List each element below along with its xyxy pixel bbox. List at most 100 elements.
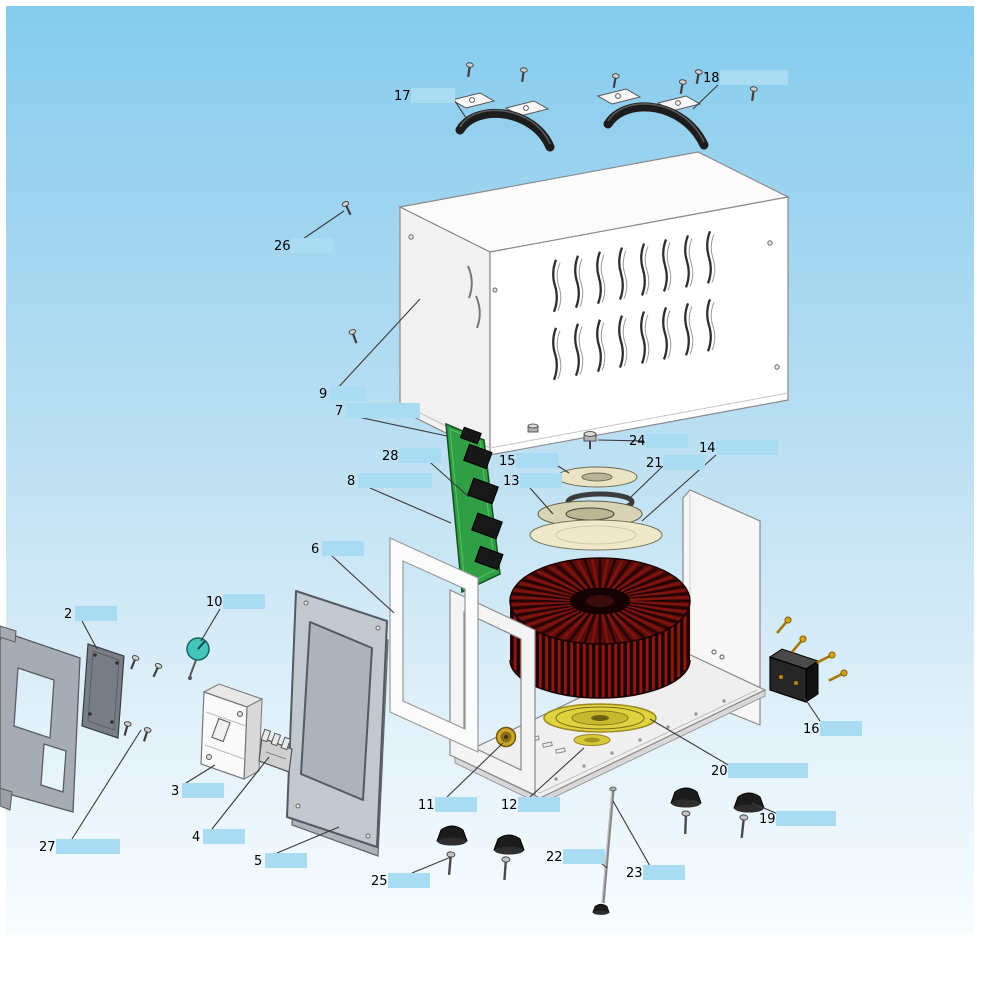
callout-number-4: 4 [192,830,200,845]
callout-leader-11 [446,742,504,798]
callout-number-16: 16 [803,722,820,737]
callout-label-box-18 [720,70,788,85]
chassis-front-frame [449,589,536,796]
callout-leader-24 [597,439,645,442]
callout-label-box-2 [75,606,117,621]
carry-handles [450,61,759,152]
cover-slit [475,295,481,329]
callout-number-18: 18 [703,71,720,86]
callout-leader-10 [200,608,221,642]
callout-leader-20 [649,718,731,767]
handle-right [603,102,709,150]
callout-leader-27 [71,729,142,840]
callout-number-13: 13 [503,474,520,489]
callout-number-14: 14 [699,441,716,456]
callout-label-box-9 [330,386,366,401]
brush-pulley [495,726,517,748]
sky-background [6,6,974,933]
callout-label-box-26 [291,238,333,253]
callout-number-19: 19 [759,812,776,827]
handle-left [455,108,555,152]
callout-label-box-15 [516,453,558,468]
callout-number-24: 24 [629,434,646,449]
callout-label-box-10 [223,594,265,609]
callout-label-box-23 [643,865,685,880]
callout-number-21: 21 [646,456,663,471]
washer-stack [529,431,663,551]
side-panel [0,625,81,813]
toroidal-transformer [509,557,691,699]
callout-leader-8 [369,487,452,524]
pcb-board [445,422,504,594]
callout-label-box-3 [182,783,224,798]
callout-leader-26 [296,210,345,244]
callout-leader-21 [630,465,664,498]
cover-slit [467,265,473,299]
callout-label-box-20 [728,763,808,778]
callout-leader-12 [529,747,585,798]
callout-leader-17 [454,100,469,122]
terminal-block [258,728,293,773]
callout-leader-6 [331,555,395,614]
callout-label-box-25 [388,873,430,888]
callout-label-box-17 [411,88,455,103]
callout-number-25: 25 [371,874,388,889]
callout-leader-3 [185,764,216,784]
callout-number-8: 8 [347,474,355,489]
callout-label-box-12 [518,797,560,812]
callout-number-11: 11 [418,798,435,813]
callout-leader-7 [357,416,448,437]
callout-number-9: 9 [319,387,327,402]
callout-label-box-24 [646,433,688,448]
callout-number-26: 26 [274,239,291,254]
adjustment-knob [186,637,210,680]
insulation-disc [529,519,663,551]
front-door-panel [286,590,389,857]
callout-leader-23 [612,800,651,867]
bottom-mount-disc [543,703,657,746]
callout-number-22: 22 [546,850,563,865]
callout-leader-18 [692,84,719,110]
callout-label-box-7 [346,403,420,418]
callout-number-3: 3 [171,784,179,799]
callout-label-box-6 [322,541,364,556]
callout-leader-15 [557,465,570,474]
callout-label-box-19 [776,811,836,826]
callout-label-box-21 [663,455,705,470]
callout-number-27: 27 [39,840,56,855]
callout-label-box-16 [820,721,862,736]
callout-label-box-4 [203,829,245,844]
circuit-breaker [200,683,264,780]
callout-number-2: 2 [64,607,72,622]
callout-label-box-22 [563,849,605,864]
callout-label-box-13 [520,473,562,488]
callout-leader-5 [276,826,340,854]
callout-label-box-27 [56,839,120,854]
cover-bottom-nut [527,423,539,433]
enclosure-cover [398,151,790,456]
callout-label-box-28 [399,448,441,463]
callout-leader-16 [803,696,823,725]
callout-label-box-14 [716,440,778,455]
callout-leader-13 [529,487,554,515]
callout-leader-2 [81,620,98,650]
pcb-components [459,426,504,571]
breaker-toggle [211,717,231,743]
vent-slots [552,230,716,381]
callout-number-10: 10 [206,595,223,610]
callout-label-box-11 [435,797,477,812]
callout-leader-9 [333,298,421,393]
callout-number-17: 17 [394,89,411,104]
shaft-nut [583,431,597,449]
callout-number-5: 5 [254,854,262,869]
handle-mount-plates [450,88,702,117]
callout-number-7: 7 [335,404,343,419]
callout-number-28: 28 [382,449,399,464]
support-rod [592,786,617,916]
callout-leader-25 [411,856,452,874]
power-block [768,614,850,703]
small-cover-plate [81,643,125,739]
